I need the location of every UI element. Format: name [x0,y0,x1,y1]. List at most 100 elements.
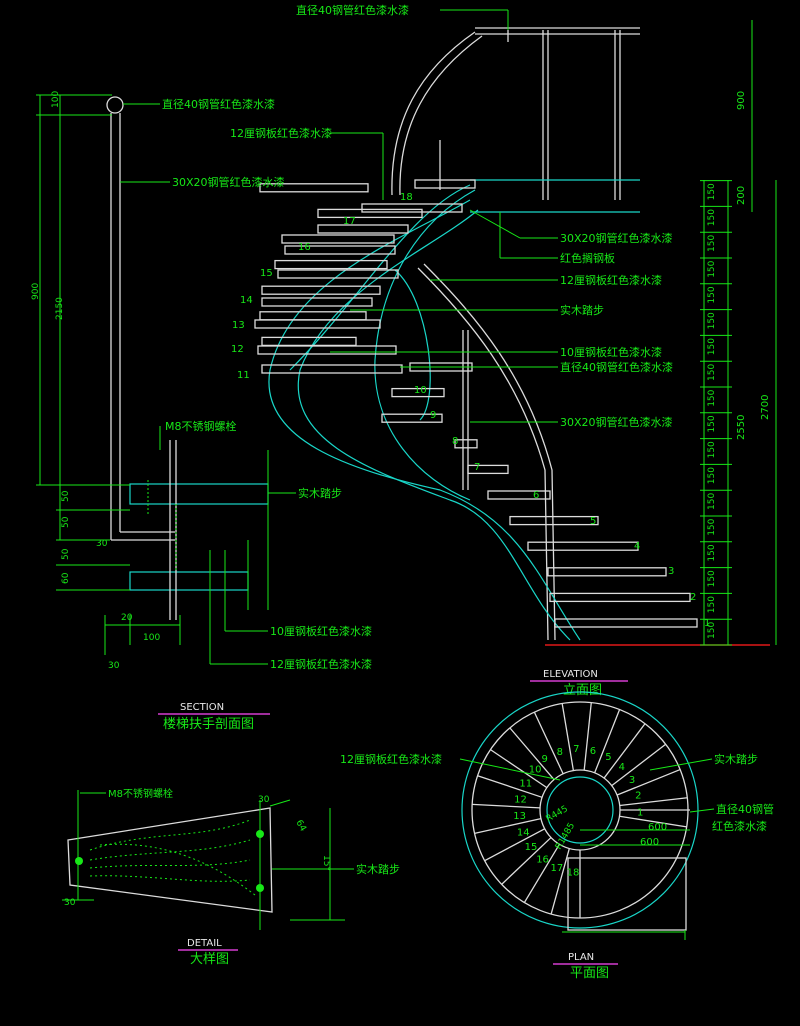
detail-title-en: DETAIL [187,938,222,949]
dim-200: 200 [736,186,747,205]
detail-dim-angle: 15° [321,855,331,871]
handrail-tube [106,96,124,114]
section-dim-2150: 2150 [55,297,65,320]
plan-step-number: 8 [557,747,563,758]
dim-150: 150 [707,467,717,484]
tread [391,387,445,398]
plan-step-number: 13 [513,811,526,822]
tread [259,311,367,321]
detail-dim-64: 64 [293,819,308,834]
elevation-title-en: ELEVATION [543,669,598,680]
plan-dim-600b: 600 [640,837,659,848]
tread [281,234,395,244]
tread [527,541,639,551]
elevation-note-1: 30X20钢管红色漆水漆 [560,231,673,245]
spiral-stringer-inner [297,209,571,641]
section-dim-100: 100 [51,91,61,108]
tread [274,259,388,270]
plan-step-number: 1 [637,807,643,818]
dim-150: 150 [707,338,717,355]
step-number: 5 [590,516,596,527]
dim-150: 150 [707,235,717,252]
tread [261,364,403,374]
dim-150: 150 [707,570,717,587]
tread [261,285,381,295]
plan-title-cn: 平面图 [570,966,609,981]
plan-tread-edge [561,703,575,771]
dim-150: 150 [707,209,717,226]
elevation-note-4: 实木踏步 [560,303,604,317]
section-dim-50c: 50 [61,548,71,560]
tread [487,490,551,500]
plan-step-number: 5 [605,752,611,763]
section-dim-50b: 50 [61,516,71,528]
dim-900: 900 [736,91,747,110]
dim-150: 150 [707,260,717,277]
plan-tread-edge [490,749,548,789]
spiral-stringer-outer [268,199,581,641]
step-number: 18 [400,192,413,203]
section-note-tube: 直径40钢管红色漆水漆 [162,97,275,111]
section-note-tread: 实木踏步 [298,486,342,500]
plan-tread-edge [472,803,541,809]
tread [261,336,357,347]
plan-tread-edge [509,727,555,781]
dim-150-chain: 1501501501501501501501501501501501501501… [707,183,717,639]
section-dim-100b: 100 [143,633,160,643]
tread [317,208,423,219]
tread [547,567,667,577]
dim-150: 150 [707,493,717,510]
elevation-top-note: 直径40钢管红色漆水漆 [296,3,409,17]
plan-step-number: 14 [517,827,530,838]
handrail-lower [417,267,549,641]
section-dim-30b: 30 [108,661,120,671]
plan-note-tube: 直径40钢管 [716,802,774,816]
plan-step-number: 10 [529,765,542,776]
section-dim-900: 900 [31,283,41,300]
plan-step-number: 9 [541,754,547,765]
plan-tread-edge [616,768,681,796]
tread [414,179,476,189]
plan-tread-edge [583,702,592,771]
section-note-12mm: 12厘钢板红色漆水漆 [270,657,372,671]
step-number: 3 [668,566,674,577]
plan-tread-edge [550,848,570,915]
plan-step-number: 7 [573,744,579,755]
dim-150: 150 [707,312,717,329]
plan-step-number: 3 [629,775,635,786]
detail-note-tread: 实木踏步 [356,862,400,876]
section-note-flat-bar: 30X20钢管红色漆水漆 [172,175,285,189]
tread [509,515,599,526]
handrail-upper [391,31,476,196]
step-number: 7 [474,462,480,473]
handrail-lower-inner [423,263,556,641]
tread [317,224,409,234]
plan-tread-edge [611,743,667,787]
detail-dim-30b: 30 [258,795,270,805]
tread [254,319,381,329]
plan-step-number: 16 [536,854,549,865]
elevation-leaders [330,209,558,423]
tread [549,592,691,603]
tread [554,618,698,628]
step-number: 8 [452,436,458,447]
section-view [36,94,269,655]
section-title-cn: 楼梯扶手剖面图 [163,717,254,732]
plan-note-tread: 实木踏步 [714,752,758,766]
step-number: 16 [298,242,311,253]
elevation-note-3: 12厘钢板红色漆水漆 [560,273,662,287]
step-number: 13 [232,320,245,331]
detail-title-cn: 大样图 [190,952,229,967]
step-number: 14 [240,295,253,306]
plan-step-number: 11 [519,779,532,790]
tread [454,439,478,449]
step-number: 17 [343,216,356,227]
step-number: 11 [237,370,250,381]
plan-step-number: 18 [567,867,580,878]
section-dim-50a: 50 [61,490,71,502]
right-dimension-chain [700,20,777,646]
step-number: 4 [634,541,640,552]
